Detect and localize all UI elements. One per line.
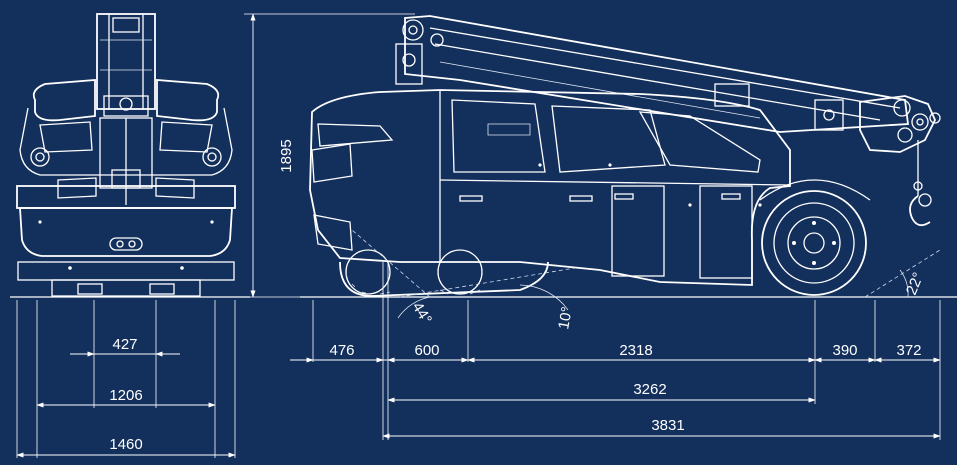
dim-wheel-offset: 390 xyxy=(832,342,857,359)
front-dimensions xyxy=(16,300,236,458)
dim-front-segment: 600 xyxy=(414,342,439,359)
slope-line xyxy=(399,267,576,298)
dim-rear-overhang: 476 xyxy=(329,342,354,359)
dim-wheelbase-total: 3262 xyxy=(633,381,666,398)
tracks xyxy=(339,249,549,297)
rear-angle-arc xyxy=(397,296,431,319)
height-dimension xyxy=(244,13,415,298)
front-view: 427 1206 1460 xyxy=(10,13,250,458)
rear-wheel xyxy=(759,179,871,296)
front-angle-arc xyxy=(899,269,909,298)
front-cab xyxy=(19,79,233,205)
dim-track-length: 2318 xyxy=(619,342,652,359)
dim-height: 1895 xyxy=(278,139,295,172)
front-base xyxy=(16,185,236,297)
dim-front-width: 1460 xyxy=(109,436,142,453)
boom xyxy=(395,15,941,227)
slope-angle-arc xyxy=(519,284,569,311)
side-body xyxy=(309,89,791,286)
angle-front-approach: 22° xyxy=(903,270,927,297)
side-dimensions xyxy=(290,262,941,440)
rear-angle-line xyxy=(351,229,431,298)
dim-front-track-outer: 1206 xyxy=(109,387,142,404)
dim-front-track-inner: 427 xyxy=(112,336,137,353)
side-view: 44° 10° 22° xyxy=(300,15,957,331)
front-mast xyxy=(96,13,156,117)
dim-front-overhang: 372 xyxy=(896,342,921,359)
dim-overall-length: 3831 xyxy=(651,417,684,434)
angle-ground-slope: 10° xyxy=(555,305,576,330)
